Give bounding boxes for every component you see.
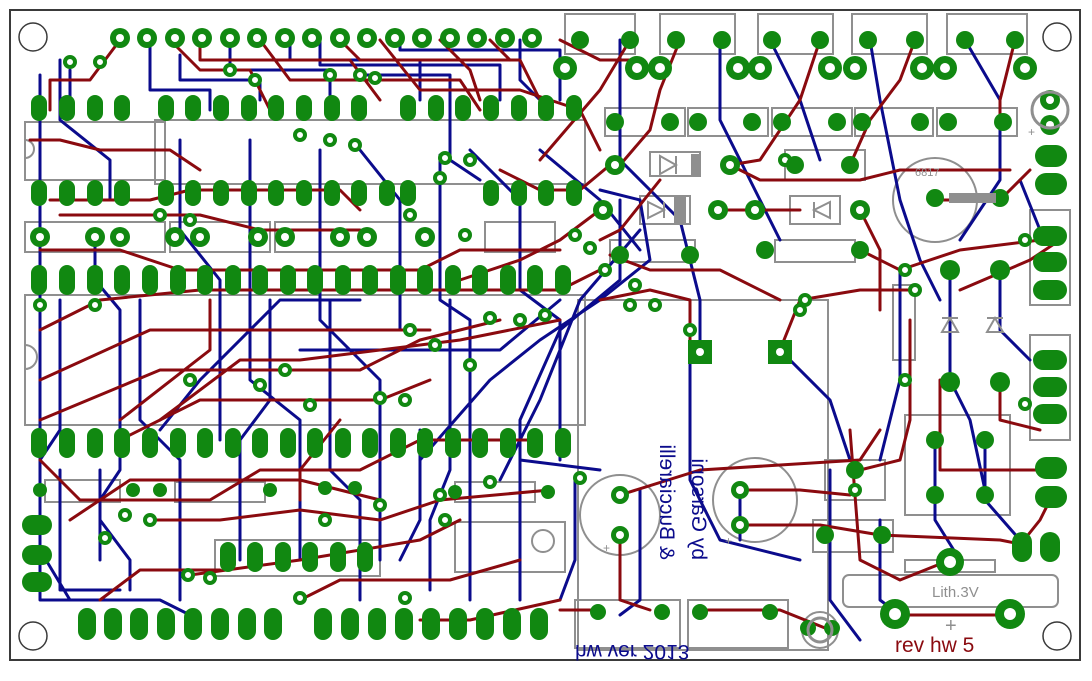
- diode-pads: [605, 155, 1009, 264]
- ic-pins-row-3: [31, 265, 571, 295]
- vias: [33, 55, 1032, 605]
- ic-pins-row-2: [31, 180, 582, 206]
- credit-line-1: & Bucciarelli: [655, 444, 678, 560]
- cap-polarity-plus: +: [603, 541, 610, 555]
- cap-polarity-plus-3: +: [1028, 125, 1035, 139]
- lower-header-pads: [220, 542, 373, 572]
- footer-text: hw ver 2013: [575, 640, 689, 663]
- diode-label: 6817: [915, 167, 939, 179]
- credit-line-2: by Garsoni: [687, 458, 710, 560]
- rev-plus-sign: +: [945, 615, 957, 637]
- ring-markers: [806, 90, 1070, 644]
- mounting-holes: [18, 22, 1072, 651]
- battery-label: Lith.3V: [932, 584, 979, 601]
- ic-pins-row-4: [31, 428, 571, 458]
- cap-polarity-plus-2: +: [725, 534, 732, 548]
- ic-pins-row-1: [31, 95, 582, 121]
- bottom-header-pads: [78, 608, 548, 640]
- rev-label: rev hw 5: [895, 634, 974, 657]
- top-right-connector-pads: [553, 31, 1037, 80]
- mirrored-credit-text: & Bucciarelli by Garsoni: [655, 444, 710, 560]
- pad-drill-holes: [36, 34, 1054, 620]
- pads: [22, 28, 1067, 640]
- mirrored-footer-text: hw ver 2013: [575, 640, 689, 663]
- diode-symbols: [647, 154, 1005, 333]
- left-connector-pads: [22, 515, 52, 592]
- misc-pads: [33, 461, 1025, 636]
- cap-row-pads: [606, 113, 1012, 131]
